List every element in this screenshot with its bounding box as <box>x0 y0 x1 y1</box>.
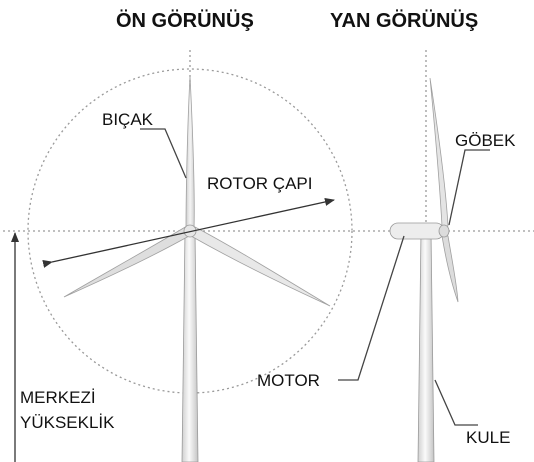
tower-label: KULE <box>466 428 510 447</box>
front-view-title: ÖN GÖRÜNÜŞ <box>116 9 254 32</box>
hub-height-label-line2: YÜKSEKLİK <box>20 413 115 432</box>
tower-leader <box>434 379 478 426</box>
hub-label: GÖBEK <box>455 131 516 150</box>
motor-label: MOTOR <box>257 371 320 390</box>
hub-height-label-line1: MERKEZİ <box>20 388 96 407</box>
side-tower <box>417 230 435 462</box>
nacelle <box>389 222 445 240</box>
front-blade-right <box>190 225 331 307</box>
leader-lines <box>140 128 490 426</box>
side-blade-up <box>429 77 449 227</box>
blade-leader <box>140 128 187 179</box>
blade-label: BIÇAK <box>102 110 154 129</box>
rotor-sweep-circle <box>27 68 353 394</box>
rotor-diameter-arrow <box>42 198 335 268</box>
front-tower <box>181 230 199 462</box>
side-hub <box>438 224 450 238</box>
guide-lines <box>3 50 534 395</box>
motor-leader <box>338 235 405 381</box>
front-view-turbine <box>63 75 331 462</box>
rotor-diameter-label: ROTOR ÇAPI <box>207 174 312 193</box>
front-blade-up <box>185 75 195 230</box>
side-view-turbine <box>389 77 459 462</box>
hub-leader <box>448 149 490 226</box>
side-view-title: YAN GÖRÜNÜŞ <box>330 9 478 32</box>
side-blade-down <box>441 235 459 303</box>
